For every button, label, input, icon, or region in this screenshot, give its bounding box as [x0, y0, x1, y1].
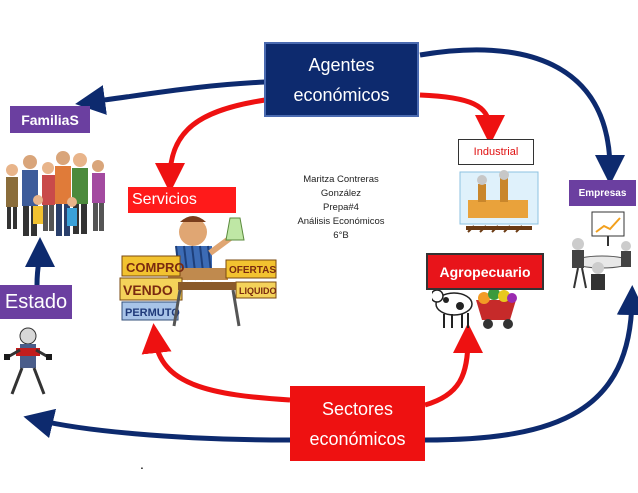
- sign-compro: COMPRO: [126, 260, 185, 275]
- author-name: Maritza Contreras: [303, 174, 379, 185]
- arrow-sectores-to-agropecuario: [424, 323, 483, 408]
- industrial-label: Industrial: [458, 139, 534, 165]
- author-surname: González: [320, 188, 362, 199]
- sectores-line2: económicos: [309, 428, 406, 449]
- sign-ofertas: OFERTAS: [229, 265, 276, 276]
- arrow-agentes-to-familias: [75, 79, 266, 115]
- factory-icon: [459, 170, 539, 233]
- author-group: 6°B: [333, 230, 349, 241]
- servicios-label: Servicios: [128, 187, 236, 213]
- sectores-line1: Sectores: [321, 398, 394, 419]
- sign-permuto: PERMUTO: [125, 307, 180, 319]
- agentes-line1: Agentes: [308, 54, 375, 75]
- familias-label: FamiliaS: [10, 106, 90, 133]
- author-block: Maritza Contreras González Prepa#4 Análi…: [282, 173, 400, 243]
- arrow-sectores-to-servicios: [141, 323, 291, 403]
- arrow-sectores-to-empresas: [424, 285, 638, 443]
- empresas-label: Empresas: [569, 180, 636, 206]
- sign-vendo: VENDO: [123, 282, 173, 298]
- farm-icon: [432, 288, 517, 329]
- stray-mark: .: [140, 456, 144, 472]
- estado-label: Estado: [0, 285, 72, 319]
- family-group-icon: [6, 151, 105, 236]
- government-figure-icon: [4, 327, 52, 395]
- agentes-economicos-box: Agentes económicos: [264, 42, 419, 117]
- business-meeting-icon: [572, 211, 631, 290]
- arrow-agentes-to-industrial: [419, 92, 505, 145]
- agropecuario-label: Agropecuario: [426, 253, 544, 290]
- sectores-economicos-box: Sectores económicos: [290, 386, 425, 461]
- arrow-estado-to-familias: [24, 237, 55, 286]
- market-vendor-icon: COMPRO VENDO PERMUTO OFERTAS LIQUIDO: [119, 216, 277, 327]
- arrow-sectores-to-estado: [23, 408, 291, 443]
- agentes-line2: económicos: [293, 84, 390, 105]
- arrow-agentes-to-empresas: [419, 47, 625, 185]
- sign-liquido: LIQUIDO: [239, 286, 277, 296]
- author-subject: Análisis Económicos: [297, 216, 385, 227]
- arrow-agentes-to-servicios: [155, 97, 266, 193]
- author-school: Prepa#4: [323, 202, 359, 213]
